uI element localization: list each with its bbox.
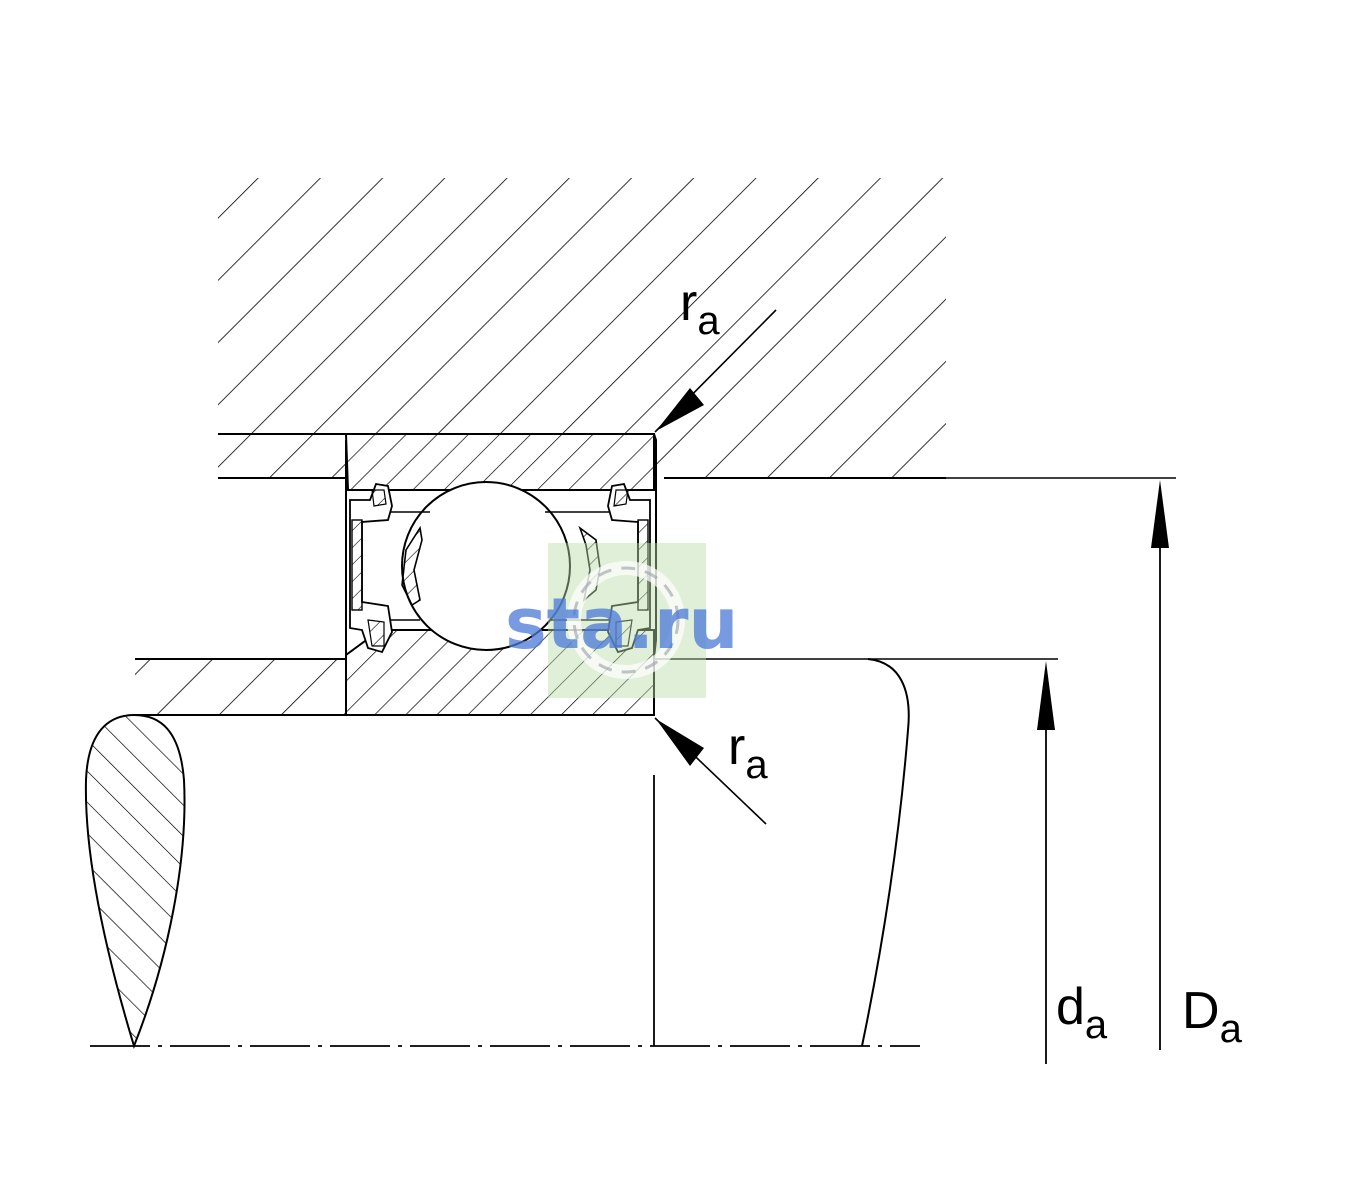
label-ra-top: ra	[680, 274, 720, 343]
label-Da: Da	[1182, 982, 1243, 1051]
radius-leader-bottom	[654, 717, 767, 825]
housing	[218, 178, 946, 479]
watermark-logo: sta.ru	[505, 543, 738, 698]
bearing-outer-ring	[344, 433, 657, 659]
shaft-section	[84, 713, 186, 1050]
seal-left	[349, 482, 393, 654]
dimension-da	[1037, 661, 1055, 1064]
rolling-ball	[401, 481, 571, 651]
dimension-Da	[1151, 480, 1169, 1050]
shaft-shoulder	[135, 658, 346, 716]
label-da: da	[1056, 978, 1108, 1047]
watermark-text: sta.ru	[505, 583, 738, 665]
shaft-outline-curve	[861, 658, 910, 1047]
radius-leader-top	[654, 309, 777, 433]
label-ra-bottom: ra	[728, 718, 768, 787]
